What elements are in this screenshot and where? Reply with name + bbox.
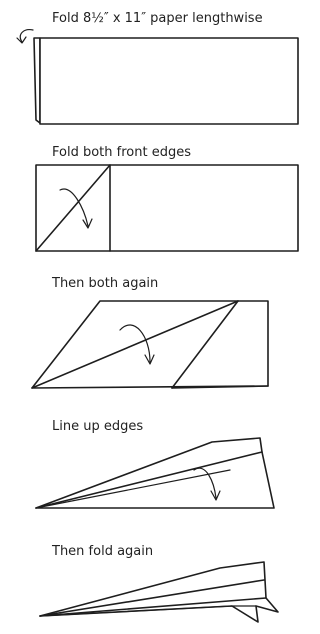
step-1-caption: Fold 8½″ x 11″ paper lengthwise <box>52 11 263 26</box>
step-1-sheet <box>33 37 299 125</box>
step-4: Line up edges <box>35 419 275 509</box>
step-3-diagonal <box>31 300 239 389</box>
step-3-sheet <box>31 300 269 389</box>
step-2: Fold both front edges <box>35 145 299 252</box>
step-1-rectangle <box>39 37 299 125</box>
step-2-caption: Fold both front edges <box>52 145 191 160</box>
step-5-crease-3 <box>39 605 233 617</box>
step-3: Then both again <box>31 276 269 389</box>
step-1-arrow-icon <box>16 29 34 44</box>
step-4-inner-edge <box>35 469 231 509</box>
step-2-sheet <box>35 164 299 252</box>
step-2-diagonal <box>35 164 111 252</box>
step-3-bottom-right <box>171 385 269 389</box>
step-4-arrow-icon <box>193 467 221 501</box>
step-5-crease-1 <box>39 579 265 617</box>
step-5-plane <box>39 561 279 623</box>
step-4-fold-line <box>35 451 263 509</box>
step-5-crease-2 <box>39 597 267 617</box>
step-4-body <box>35 437 275 509</box>
step-3-shape <box>31 300 269 389</box>
step-3-caption: Then both again <box>51 276 158 291</box>
step-4-plane <box>35 437 275 509</box>
step-5: Then fold again <box>39 544 279 623</box>
step-2-arrow-icon <box>59 188 93 229</box>
step-5-caption: Then fold again <box>51 544 153 559</box>
step-4-caption: Line up edges <box>52 419 143 434</box>
step-3-arrow-icon <box>119 324 155 365</box>
step-2-rectangle <box>35 164 299 252</box>
step-1-back-edge <box>33 37 41 124</box>
step-3-fold-line <box>171 300 239 389</box>
step-1: Fold 8½″ x 11″ paper lengthwise <box>16 11 299 125</box>
